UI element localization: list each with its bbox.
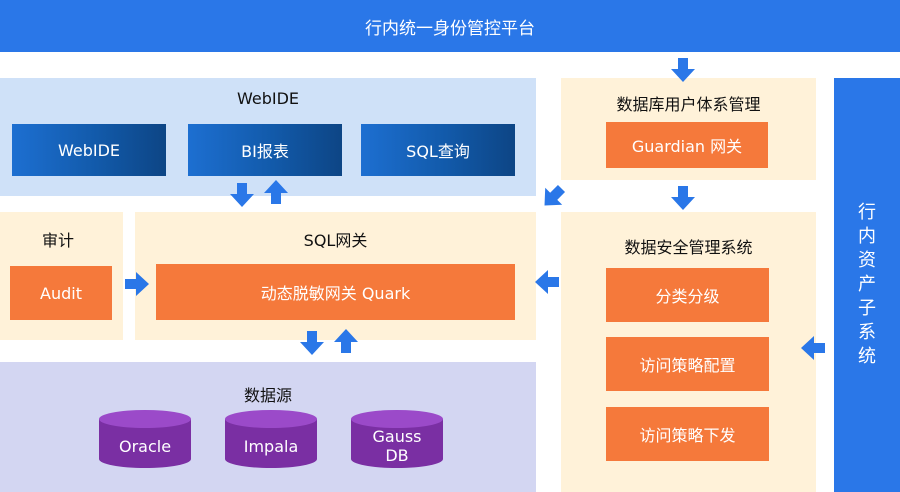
arrow-left-icon — [799, 334, 827, 362]
asset-subsystem-char: 子 — [858, 298, 876, 319]
asset-subsystem-char: 系 — [858, 322, 876, 343]
quark-masking-gateway-box: 动态脱敏网关 Quark — [156, 264, 515, 320]
database-cylinder-icon — [225, 410, 317, 468]
webide-button[interactable]: WebIDE — [12, 124, 166, 176]
asset-subsystem-char: 行 — [858, 202, 876, 223]
impala-database-cylinder: Impala — [225, 410, 317, 468]
classification-box: 分类分级 — [606, 268, 769, 322]
guardian-gateway-box: Guardian 网关 — [606, 122, 768, 168]
audit-panel-title: 审计 — [41, 231, 74, 250]
webide-panel-title: WebIDE — [236, 88, 300, 108]
arrow-up-icon — [262, 178, 290, 206]
asset-subsystem-label: 行内资产子系统 — [858, 201, 876, 369]
arrow-down-icon — [298, 329, 326, 357]
unified-identity-platform-bar: 行内统一身份管控平台 — [0, 0, 900, 52]
asset-subsystem-char: 统 — [858, 346, 876, 367]
data-source-title: 数据源 — [243, 386, 292, 405]
asset-subsystem-char: 内 — [858, 226, 876, 247]
arrow-down-icon — [228, 181, 256, 209]
database-cylinder-icon — [351, 410, 443, 468]
oracle-database-cylinder: Oracle — [99, 410, 191, 468]
arrow-left-icon — [533, 268, 561, 296]
asset-subsystem-char: 资 — [858, 250, 876, 271]
impala-label: Impala — [243, 436, 299, 456]
db-user-management-title: 数据库用户体系管理 — [616, 95, 761, 114]
database-cylinder-icon — [99, 410, 191, 468]
access-policy-config-box: 访问策略配置 — [606, 337, 769, 391]
asset-subsystem-char: 产 — [858, 274, 876, 295]
arrow-up-icon — [332, 327, 360, 355]
arrow-down-left-icon — [533, 177, 573, 217]
arrow-right-icon — [123, 270, 151, 298]
unified-identity-platform-label: 行内统一身份管控平台 — [365, 18, 535, 39]
oracle-label: Oracle — [118, 436, 172, 456]
arrow-down-icon — [669, 184, 697, 212]
audit-box: Audit — [10, 266, 112, 320]
asset-subsystem-bar: 行内资产子系统 — [834, 78, 900, 492]
gaussdb-database-cylinder: Gauss DB — [351, 410, 443, 468]
sql-query-button[interactable]: SQL查询 — [361, 124, 515, 176]
access-policy-dispatch-box: 访问策略下发 — [606, 407, 769, 461]
gaussdb-label: Gauss DB — [372, 427, 422, 465]
bi-report-button[interactable]: BI报表 — [188, 124, 342, 176]
arrow-down-icon — [669, 56, 697, 84]
sql-gateway-title: SQL网关 — [303, 231, 368, 250]
data-security-management-title: 数据安全管理系统 — [624, 238, 753, 257]
